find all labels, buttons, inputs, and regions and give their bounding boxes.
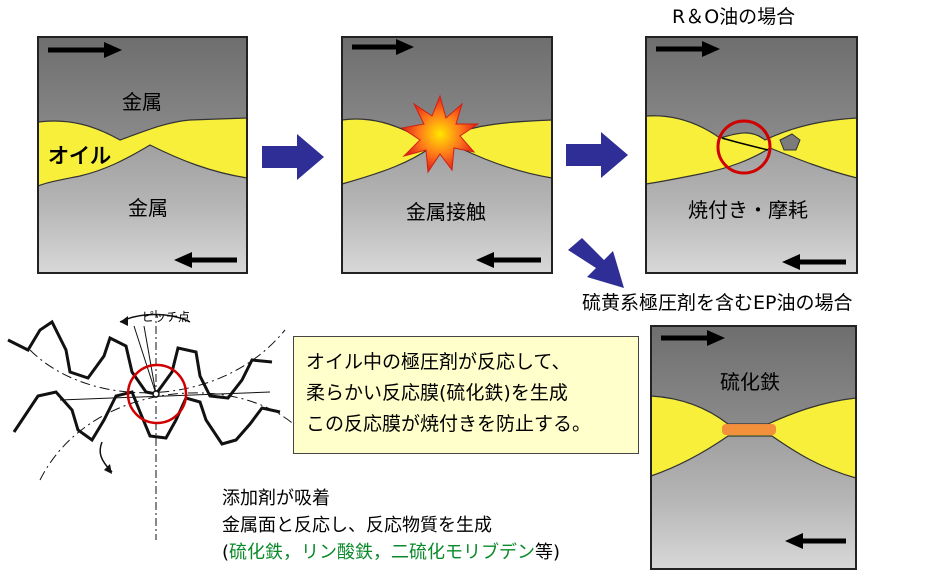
panel-2-metal-contact [341, 36, 553, 274]
additive-line-2: 金属面と反応し、反応物質を生成 [222, 515, 492, 536]
lower-pitch-circle [39, 392, 301, 481]
additive-suffix: 等) [535, 542, 561, 563]
panel-2-upper-metal [342, 37, 552, 140]
panel-4-label: 硫化鉄 [720, 370, 780, 394]
arrow-left-icon [476, 252, 541, 268]
ro-oil-heading: R＆O油の場合 [672, 6, 796, 28]
panel-1-oil-label: オイル [48, 144, 111, 168]
arrow-left-icon [782, 254, 846, 270]
arrow-right-icon [352, 39, 414, 55]
panel-3-upper-metal [646, 37, 857, 140]
panel-1-metal-with-oil [37, 36, 248, 274]
lower-gear-teeth [12, 390, 281, 446]
panel-3-oil-layer [646, 115, 857, 184]
additive-line-1: 添加剤が吸着 [222, 488, 330, 509]
reaction-products: 硫化鉄，リン酸鉄，二硫化モリブデン [229, 542, 536, 563]
contact-circle-icon [126, 363, 188, 425]
pitch-point-label: ピッチ点 [142, 310, 191, 324]
upper-gear-teeth [7, 319, 273, 400]
arrow-right-icon [661, 330, 725, 346]
pitch-point-dot [152, 390, 160, 398]
wear-debris-icon [779, 133, 801, 151]
panel-3-ro-oil [645, 36, 858, 274]
gear-sketch [7, 310, 301, 540]
additive-explanation: 添加剤が吸着 金属面と反応し、反応物質を生成 (硫化鉄，リン酸鉄，二硫化モリブデ… [222, 485, 560, 566]
contact-circle-icon [716, 119, 772, 175]
panel-1-metal-bottom-label: 金属 [128, 196, 168, 220]
arrow-left-icon [174, 252, 237, 268]
panel-1-oil-layer [38, 118, 247, 186]
sulfide-film-icon [722, 424, 776, 435]
note-box: オイル中の極圧剤が反応して、 柔らかい反応膜(硫化鉄)を生成 この反応膜が焼付き… [293, 336, 639, 454]
contact-burst-icon [400, 94, 480, 174]
upper-pitch-circle [29, 329, 286, 394]
panel-2-label: 金属接触 [406, 200, 486, 224]
note-line-2: 柔らかい反応膜(硫化鉄)を生成 [306, 382, 568, 404]
process-arrow-1-icon [262, 134, 324, 180]
arrow-right-icon [48, 42, 122, 58]
panel-1-upper-metal [38, 37, 247, 140]
panel-4-upper-metal [651, 326, 856, 424]
arrow-left-icon [785, 533, 846, 549]
panel-4-oil-layer [651, 396, 856, 478]
additive-open-paren: ( [222, 542, 230, 563]
panel-1-metal-top-label: 金属 [122, 90, 162, 114]
panel-4-ep-oil [650, 325, 857, 570]
note-line-3: この反応膜が焼付きを防止する。 [306, 413, 592, 435]
panel-2-oil-layer [342, 118, 552, 184]
process-arrow-2-icon [566, 132, 628, 178]
ep-oil-heading: 硫黄系極圧剤を含むEP油の場合 [582, 292, 853, 314]
arrow-right-icon [656, 41, 720, 57]
note-line-1: オイル中の極圧剤が反応して、 [306, 351, 571, 373]
process-arrow-3-icon [568, 238, 624, 288]
panel-3-label: 焼付き・摩耗 [688, 198, 808, 222]
